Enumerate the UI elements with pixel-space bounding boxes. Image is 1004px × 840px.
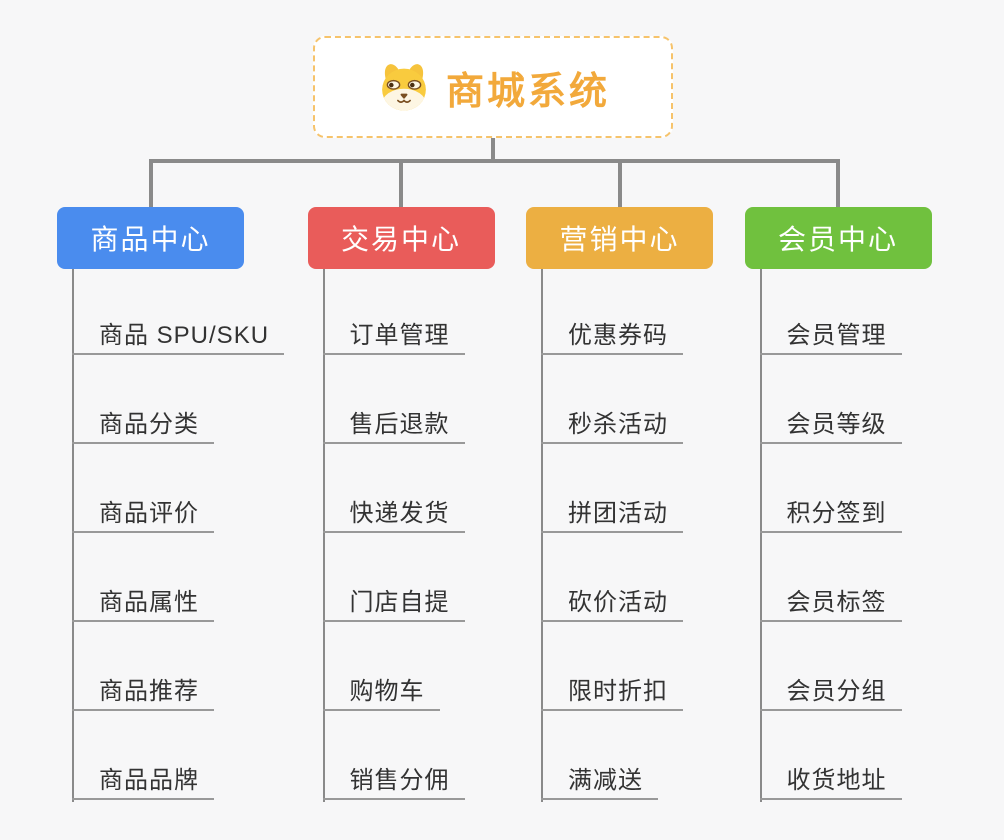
leaf-node[interactable]: 商品分类: [72, 408, 214, 444]
leaf-node[interactable]: 会员标签: [759, 586, 902, 622]
leaf-label: 商品 SPU/SKU: [99, 322, 270, 349]
leaf-node[interactable]: 商品评价: [72, 497, 214, 533]
branch-node[interactable]: 商品中心: [57, 207, 244, 269]
branch-node[interactable]: 会员中心: [744, 207, 932, 269]
leaf-node[interactable]: 快递发货: [322, 497, 465, 533]
connector-drop-line: [399, 159, 403, 209]
leaf-label: 积分签到: [786, 500, 887, 527]
connector-vertical-line: [541, 269, 543, 802]
leaf-label: 快递发货: [349, 500, 450, 527]
leaf-node[interactable]: 购物车: [322, 675, 440, 711]
root-title: 商城系统: [445, 70, 610, 113]
leaf-label: 会员管理: [786, 322, 887, 349]
leaf-label: 砍价活动: [568, 589, 668, 616]
leaf-node[interactable]: 会员等级: [759, 408, 902, 444]
leaf-label: 限时折扣: [568, 678, 668, 705]
leaf-label: 会员标签: [786, 589, 887, 616]
leaf-label: 购物车: [349, 678, 425, 705]
connector-vertical-line: [72, 269, 74, 802]
connector-drop-line: [836, 159, 840, 209]
dog-icon: [376, 61, 432, 113]
leaf-node[interactable]: 商品推荐: [72, 675, 214, 711]
leaf-node[interactable]: 砍价活动: [541, 586, 683, 622]
leaf-label: 商品品牌: [99, 767, 199, 794]
leaf-label: 拼团活动: [568, 500, 668, 527]
leaf-label: 会员分组: [786, 678, 887, 705]
leaf-node[interactable]: 满减送: [541, 764, 658, 800]
leaf-node[interactable]: 限时折扣: [541, 675, 683, 711]
leaf-node[interactable]: 会员分组: [759, 675, 902, 711]
connector-root-stub: [491, 138, 495, 162]
leaf-label: 会员等级: [786, 411, 887, 438]
leaf-label: 门店自提: [349, 589, 450, 616]
leaf-node[interactable]: 拼团活动: [541, 497, 683, 533]
leaf-node[interactable]: 积分签到: [759, 497, 902, 533]
leaf-node[interactable]: 会员管理: [759, 319, 902, 355]
leaf-label: 满减送: [568, 767, 643, 794]
leaf-node[interactable]: 秒杀活动: [541, 408, 683, 444]
leaf-node[interactable]: 售后退款: [322, 408, 465, 444]
leaf-label: 秒杀活动: [568, 411, 668, 438]
branch-column-4: 会员中心 会员管理会员等级积分签到会员标签会员分组收货地址: [744, 0, 932, 840]
leaf-node[interactable]: 商品属性: [72, 586, 214, 622]
leaf-node[interactable]: 商品 SPU/SKU: [72, 319, 285, 355]
branch-node[interactable]: 营销中心: [526, 207, 713, 269]
leaf-label: 商品分类: [99, 411, 199, 438]
leaf-node[interactable]: 商品品牌: [72, 764, 214, 800]
connector-drop-line: [148, 159, 153, 209]
leaf-label: 订单管理: [349, 322, 450, 349]
leaf-node[interactable]: 收货地址: [759, 764, 902, 800]
leaf-node[interactable]: 门店自提: [322, 586, 465, 622]
leaf-node[interactable]: 优惠券码: [541, 319, 683, 355]
branch-column-3: 营销中心 优惠券码秒杀活动拼团活动砍价活动限时折扣满减送: [526, 0, 713, 840]
connector-vertical-line: [322, 269, 325, 802]
connector-vertical-line: [759, 269, 762, 802]
leaf-node[interactable]: 订单管理: [322, 319, 465, 355]
leaf-label: 商品评价: [99, 500, 199, 527]
root-node[interactable]: 商城系统: [313, 36, 673, 138]
leaf-label: 商品推荐: [99, 678, 199, 705]
leaf-label: 收货地址: [786, 767, 887, 794]
leaf-label: 销售分佣: [349, 767, 450, 794]
leaf-label: 售后退款: [349, 411, 450, 438]
leaf-label: 优惠券码: [568, 322, 668, 349]
branch-column-1: 商品中心 商品 SPU/SKU 商品分类商品评价商品属性商品推荐商品品牌: [57, 0, 285, 840]
leaf-label: 商品属性: [99, 589, 199, 616]
connector-drop-line: [617, 159, 622, 209]
branch-column-2: 交易中心 订单管理售后退款快递发货门店自提购物车销售分佣: [307, 0, 495, 840]
branch-node[interactable]: 交易中心: [307, 207, 495, 269]
connector-horizontal-line: [148, 159, 840, 163]
leaf-node[interactable]: 销售分佣: [322, 764, 465, 800]
